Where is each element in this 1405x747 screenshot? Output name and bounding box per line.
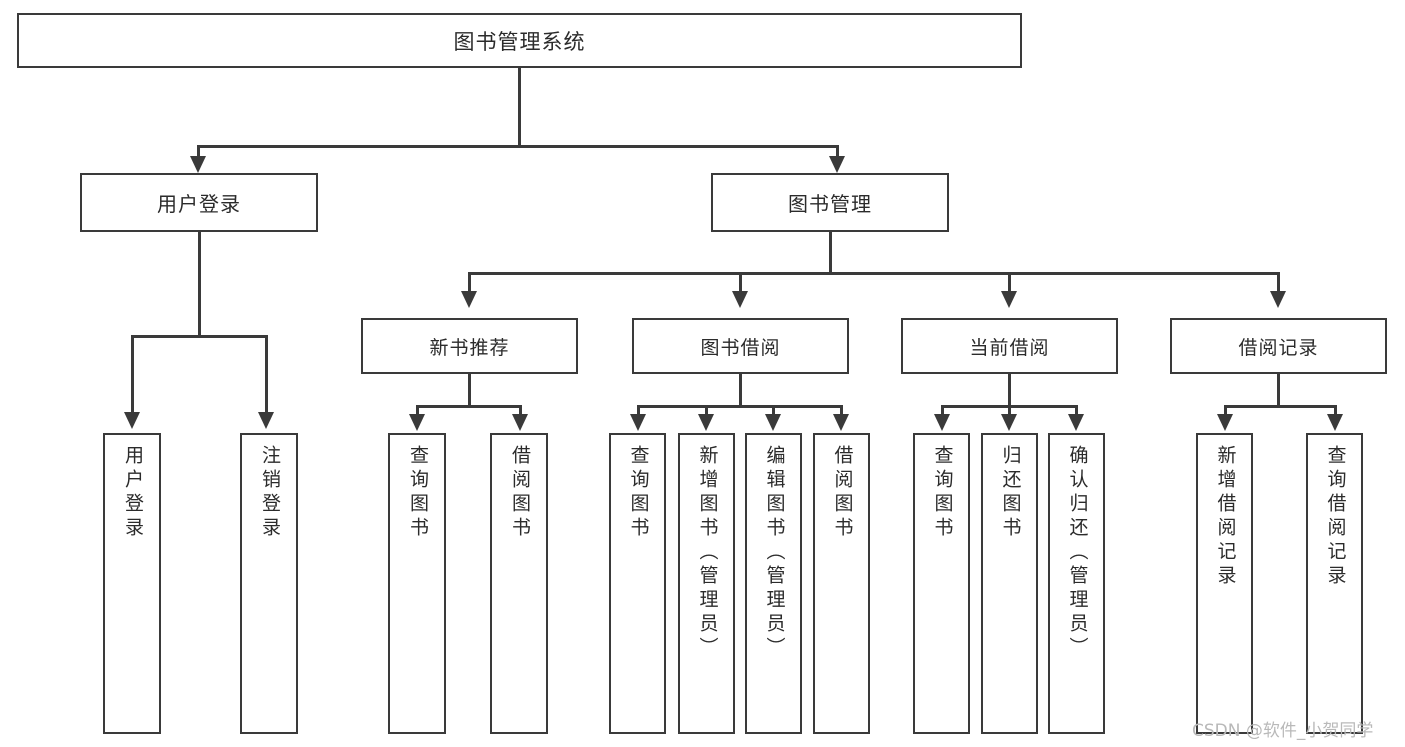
leaf-label: 归还图书: [999, 445, 1022, 541]
arrow-new-book-rec-child-2-icon: [512, 414, 528, 431]
arrow-to-book-manage-icon: [829, 156, 845, 173]
node-label: 图书借阅: [700, 336, 781, 359]
arrow-book-borrow-child-2-icon: [698, 414, 714, 431]
edge-root-stem: [518, 68, 521, 145]
arrow-user-login-child-1-icon: [124, 412, 140, 429]
leaf-user-login-2[interactable]: 注销登录: [240, 433, 298, 734]
arrow-to-new-book-rec-icon: [461, 291, 477, 308]
arrow-current-borrow-child-3-icon: [1068, 414, 1084, 431]
edge-user-login-child-1: [131, 335, 134, 420]
arrow-borrow-record-child-2-icon: [1327, 414, 1343, 431]
edge-book-borrow-bar: [637, 405, 843, 408]
node-label: 新书推荐: [429, 336, 510, 359]
arrow-book-borrow-child-1-icon: [630, 414, 646, 431]
leaf-user-login-1[interactable]: 用户登录: [103, 433, 161, 734]
leaf-book-borrow-3[interactable]: 编辑图书（管理员）: [745, 433, 802, 734]
leaf-label: 用户登录: [121, 445, 144, 541]
leaf-label: 查询借阅记录: [1324, 445, 1347, 589]
edge-user-login-child-2: [265, 335, 268, 420]
edge-borrow-record-bar: [1224, 405, 1337, 408]
leaf-label: 新增借阅记录: [1214, 445, 1237, 589]
watermark-text: CSDN @软件_小贺同学: [1192, 721, 1374, 741]
node-label: 借阅记录: [1238, 336, 1319, 359]
arrow-to-borrow-record-icon: [1270, 291, 1286, 308]
edge-root-bar: [197, 145, 837, 148]
leaf-label: 确认归还（管理员）: [1066, 445, 1089, 661]
leaf-current-borrow-2[interactable]: 归还图书: [981, 433, 1038, 734]
leaf-label: 查询图书: [931, 445, 954, 541]
leaf-book-borrow-2[interactable]: 新增图书（管理员）: [678, 433, 735, 734]
node-current-borrow[interactable]: 当前借阅: [901, 318, 1118, 374]
edge-to-borrow-record: [1277, 272, 1280, 298]
node-book-management[interactable]: 图书管理: [711, 173, 949, 232]
arrow-book-borrow-child-4-icon: [833, 414, 849, 431]
leaf-borrow-record-2[interactable]: 查询借阅记录: [1306, 433, 1363, 734]
node-root-system[interactable]: 图书管理系统: [17, 13, 1022, 68]
arrow-to-user-login-icon: [190, 156, 206, 173]
arrow-to-book-borrow-icon: [732, 291, 748, 308]
leaf-label: 查询图书: [627, 445, 650, 541]
leaf-new-book-rec-1[interactable]: 查询图书: [388, 433, 446, 734]
edge-book-manage-stem: [829, 232, 832, 272]
leaf-current-borrow-3[interactable]: 确认归还（管理员）: [1048, 433, 1105, 734]
node-label: 图书管理系统: [453, 29, 586, 54]
edge-book-manage-bar: [468, 272, 1280, 275]
leaf-label: 借阅图书: [831, 445, 854, 541]
leaf-borrow-record-1[interactable]: 新增借阅记录: [1196, 433, 1253, 734]
node-label: 当前借阅: [969, 336, 1050, 359]
edge-to-new-book-rec: [468, 272, 471, 298]
node-label: 图书管理: [788, 192, 872, 216]
leaf-label: 编辑图书（管理员）: [763, 445, 786, 661]
node-borrow-record[interactable]: 借阅记录: [1170, 318, 1387, 374]
arrow-user-login-child-2-icon: [258, 412, 274, 429]
arrow-new-book-rec-child-1-icon: [409, 414, 425, 431]
edge-user-login-stem: [198, 232, 201, 335]
edge-to-book-borrow: [739, 272, 742, 298]
leaf-label: 查询图书: [406, 445, 429, 541]
arrow-current-borrow-child-1-icon: [934, 414, 950, 431]
leaf-new-book-rec-2[interactable]: 借阅图书: [490, 433, 548, 734]
leaf-label: 新增图书（管理员）: [696, 445, 719, 661]
leaf-book-borrow-1[interactable]: 查询图书: [609, 433, 666, 734]
node-new-book-recommend[interactable]: 新书推荐: [361, 318, 578, 374]
arrow-book-borrow-child-3-icon: [765, 414, 781, 431]
edge-user-login-bar: [131, 335, 268, 338]
edge-current-borrow-stem: [1008, 374, 1011, 405]
leaf-label: 借阅图书: [508, 445, 531, 541]
arrow-current-borrow-child-2-icon: [1001, 414, 1017, 431]
edge-new-book-rec-stem: [468, 374, 471, 405]
edge-borrow-record-stem: [1277, 374, 1280, 405]
leaf-book-borrow-4[interactable]: 借阅图书: [813, 433, 870, 734]
node-label: 用户登录: [157, 192, 241, 216]
node-user-login[interactable]: 用户登录: [80, 173, 318, 232]
edge-to-user-login: [197, 145, 200, 163]
edge-to-current-borrow: [1008, 272, 1011, 298]
leaf-current-borrow-1[interactable]: 查询图书: [913, 433, 970, 734]
edge-to-book-manage: [836, 145, 839, 163]
leaf-label: 注销登录: [258, 445, 281, 541]
edge-new-book-rec-bar: [416, 405, 522, 408]
edge-book-borrow-stem: [739, 374, 742, 405]
arrow-borrow-record-child-1-icon: [1217, 414, 1233, 431]
node-book-borrow[interactable]: 图书借阅: [632, 318, 849, 374]
arrow-to-current-borrow-icon: [1001, 291, 1017, 308]
